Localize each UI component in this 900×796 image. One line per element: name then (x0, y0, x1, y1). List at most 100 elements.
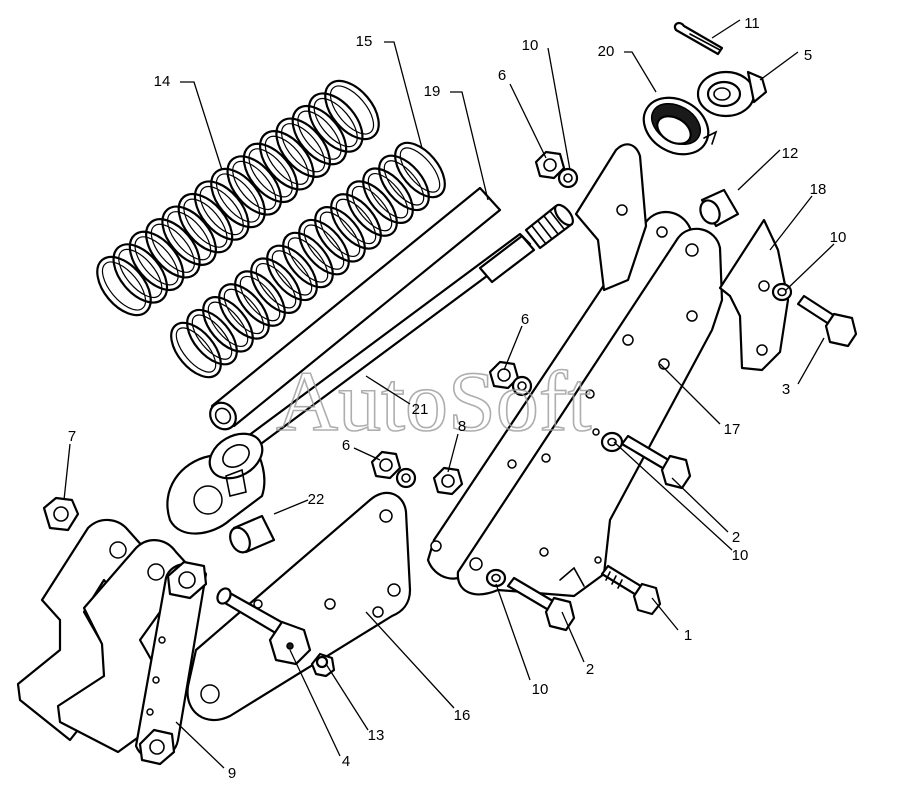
spring-coil-turn (145, 218, 201, 279)
spring-coil-turn (186, 308, 238, 366)
callout-number: 13 (368, 727, 385, 744)
spring-coil-inner (399, 147, 441, 193)
callout-number: 6 (521, 311, 529, 328)
callout-leader-line (450, 91, 489, 201)
callout-number: 5 (804, 47, 812, 64)
callout-number: 16 (454, 707, 471, 724)
spring-coil-turn (378, 154, 430, 212)
spring-coil-turn (298, 218, 350, 276)
spring-coil-turn (266, 244, 318, 302)
callout-leader-line (509, 83, 547, 159)
spring-coil-turn (394, 141, 446, 199)
callout-number: 14 (154, 73, 171, 90)
spring-coil-turn (234, 270, 286, 327)
callout-number: 6 (342, 437, 350, 454)
spring-coil-inner (313, 98, 358, 148)
callout-leader-line (365, 375, 411, 405)
spring-coil-inner (118, 248, 163, 298)
spring-coil-turn (275, 117, 331, 178)
spring-coil-inner (239, 275, 281, 322)
callout-leader-line (624, 51, 657, 93)
spring-coil-turn (170, 321, 222, 379)
main-upright-plate (426, 210, 724, 598)
callout-leader-line (325, 663, 369, 731)
callout-number: 4 (342, 753, 350, 770)
spring-coil-inner (101, 261, 147, 311)
spring-coil-inner (255, 263, 297, 309)
guide-tube (209, 186, 502, 431)
callout-number: 6 (498, 67, 506, 84)
callout-leader-line (759, 51, 799, 81)
nut-washer-left (370, 450, 417, 489)
spring-coil-inner (319, 211, 361, 257)
callout-leader-line (711, 19, 741, 39)
spring-coil-turn (218, 283, 270, 340)
callout-leader-line (659, 363, 721, 425)
spring-coil-inner (271, 250, 313, 296)
spring-coil-inner (232, 160, 277, 210)
callout-leader-line (63, 443, 71, 501)
callout-leader-line (547, 47, 571, 171)
hex-nut (42, 496, 80, 532)
callout-number: 22 (308, 491, 325, 508)
spring-coil-turn (282, 231, 334, 289)
spring-coil-turn (259, 130, 315, 191)
callout-leader-line (289, 649, 341, 757)
callout-labels: 1223456667891010101011121314151617181920… (63, 15, 847, 782)
callout-number: 18 (810, 181, 827, 198)
spring-coil-turn (330, 193, 382, 250)
spring-coil-turn (128, 230, 185, 292)
callout-number: 2 (732, 529, 740, 546)
spring-coil-inner (191, 314, 233, 360)
callout-leader-line (797, 337, 825, 385)
callout-leader-line (365, 611, 455, 709)
spring-coil-turn (161, 205, 217, 266)
callout-leader-line (613, 441, 733, 551)
callout-number: 10 (830, 229, 847, 246)
side-plate (718, 218, 790, 372)
callout-leader-line (785, 243, 835, 291)
spring-coil-inner (281, 123, 326, 173)
spring-coil-turn (226, 155, 283, 216)
callout-leader-line (561, 611, 585, 663)
spring-coil-inner (150, 223, 195, 273)
spring-coil-inner (303, 224, 345, 270)
callout-number: 8 (458, 418, 466, 435)
callout-number: 12 (782, 145, 799, 162)
callout-number: 19 (424, 83, 441, 100)
coil-spring-large (96, 79, 380, 317)
callout-leader-line (737, 149, 781, 191)
spacer-sleeve (699, 188, 740, 228)
spring-coil-inner (223, 288, 265, 335)
hex-bolt-right (796, 294, 858, 348)
spring-coil-turn (291, 104, 348, 166)
spring-coil-turn (362, 167, 414, 224)
spring-coil-turn (307, 92, 364, 153)
link-plate (134, 560, 208, 766)
callout-number: 11 (744, 15, 760, 32)
watermark-text: AutoSoft (276, 353, 591, 449)
spring-coil-turn (202, 296, 254, 353)
hex-bolt-mid (620, 434, 692, 490)
coil-spring-small (170, 141, 446, 379)
spring-coil-inner (183, 198, 228, 248)
callout-leader-line (447, 433, 459, 473)
callout-leader-line (651, 597, 679, 631)
callout-number: 21 (412, 401, 429, 418)
spring-coil-inner (207, 301, 249, 347)
spring-coil-inner (297, 110, 342, 160)
spring-coil-turn (210, 167, 266, 229)
castellated-cap (696, 70, 768, 118)
spring-coil-inner (367, 173, 409, 219)
spring-coil-inner (167, 211, 212, 261)
callout-leader-line (273, 499, 309, 515)
flat-washer-mid (592, 428, 624, 453)
callout-number: 2 (586, 661, 594, 678)
flat-washer-right (771, 282, 793, 302)
callout-number: 1 (684, 627, 692, 644)
spring-coil-inner (287, 237, 329, 283)
spring-coil-inner (248, 148, 293, 198)
spring-coil-turn (193, 180, 250, 241)
spring-coil-turn (177, 192, 234, 254)
